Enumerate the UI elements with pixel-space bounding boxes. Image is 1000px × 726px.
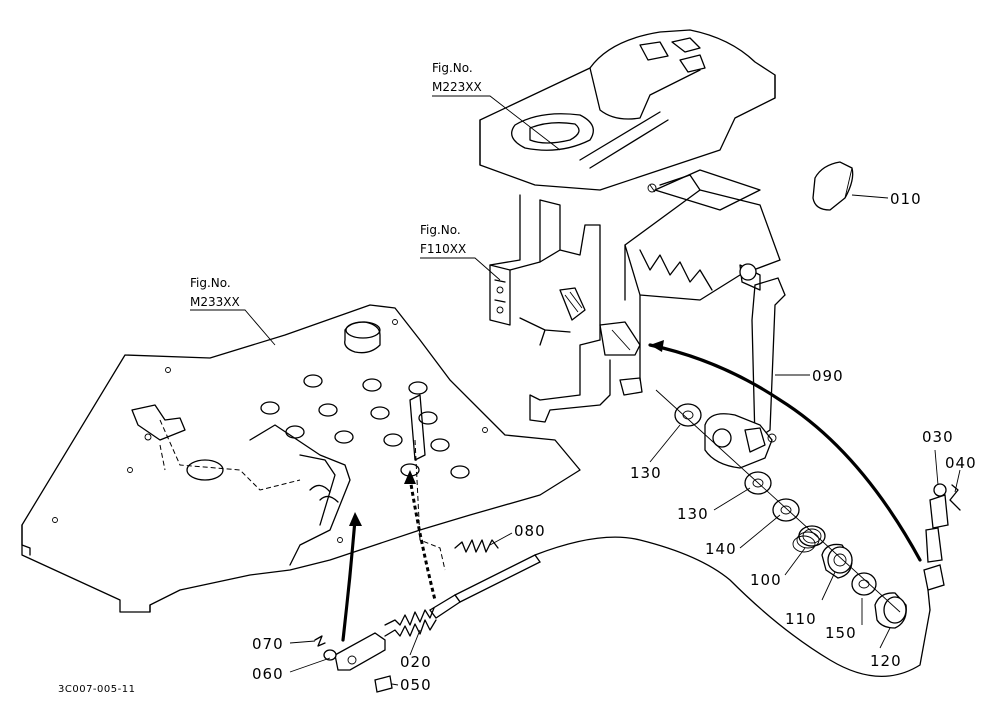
frame-bracket: [489, 194, 643, 423]
part-label-120: 120: [870, 652, 902, 670]
figure-reference-labels: Fig.No. M223XX Fig.No. F110XX Fig.No. M2…: [190, 61, 482, 309]
part-number-labels: 010 090 030 040 130 130 140 100 110 150 …: [252, 190, 977, 694]
pin-050: [374, 675, 393, 693]
lever-090: [704, 263, 786, 469]
part-label-100: 100: [750, 571, 782, 589]
part-label-040: 040: [945, 454, 977, 472]
clip-070: [314, 635, 326, 647]
part-label-090: 090: [812, 367, 844, 385]
part-label-030: 030: [922, 428, 954, 446]
part-label-010: 010: [890, 190, 922, 208]
part-label-150: 150: [825, 624, 857, 642]
part-label-130-a: 130: [630, 464, 662, 482]
seat-fig-ref-line2: M223XX: [432, 80, 482, 94]
knob-010: [812, 161, 854, 211]
part-label-140: 140: [705, 540, 737, 558]
drawing-code: 3C007-005-11: [58, 684, 135, 695]
frame-plate: [624, 174, 781, 381]
part-label-110: 110: [785, 610, 817, 628]
part-label-070: 070: [252, 635, 284, 653]
seat-assembly: [479, 29, 776, 211]
floor-fig-ref-line1: Fig.No.: [190, 276, 231, 290]
spring-080: [454, 539, 499, 553]
floor-panel: [21, 304, 581, 613]
part-label-020: 020: [400, 653, 432, 671]
part-label-050: 050: [400, 676, 432, 694]
part-label-130-b: 130: [677, 505, 709, 523]
frame-fig-ref-line2: F110XX: [420, 242, 466, 256]
leader-lines: [190, 95, 961, 686]
part-label-060: 060: [252, 665, 284, 683]
routing-arrows: [341, 340, 922, 642]
seat-fig-ref-line1: Fig.No.: [432, 61, 473, 75]
frame-fig-ref-line1: Fig.No.: [420, 223, 461, 237]
washer-060: [323, 649, 337, 661]
part-label-080: 080: [514, 522, 546, 540]
floor-fig-ref-line2: M233XX: [190, 295, 240, 309]
cable-020: [334, 483, 961, 678]
